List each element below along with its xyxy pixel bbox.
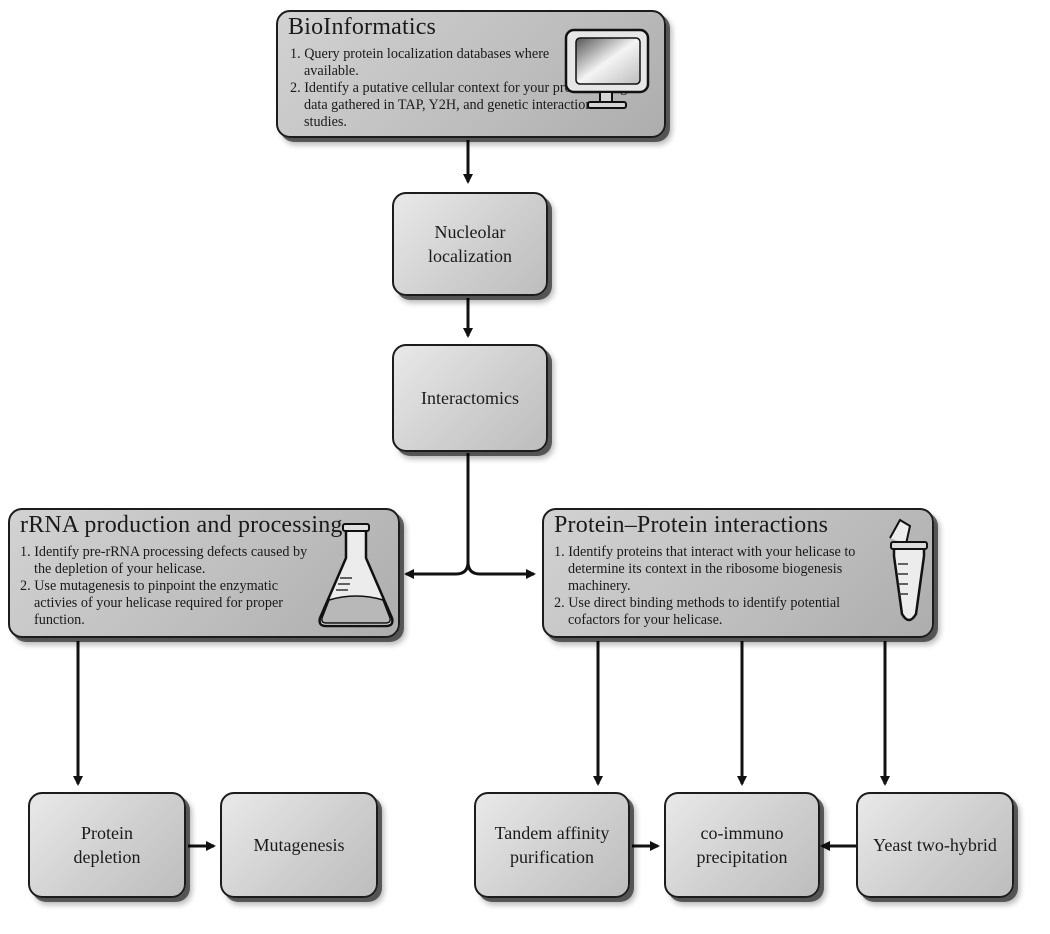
nucleolar-localization-label: Nucleolar localization [428, 222, 512, 266]
ppi-title: Protein–Protein interactions [554, 512, 829, 538]
tap-label: Tandem affinity purification [494, 823, 610, 867]
protein-depletion-box: Protein depletion [28, 792, 186, 898]
rrna-box: rRNA production and processing Identify … [8, 508, 400, 638]
protein-depletion-label: Protein depletion [73, 823, 141, 867]
ppi-item-2: Use direct binding methods to identify p… [550, 595, 876, 629]
rrna-title: rRNA production and processing [20, 512, 343, 538]
rrna-item-1: Identify pre-rRNA processing defects cau… [16, 544, 316, 578]
microcentrifuge-tube-icon [889, 518, 928, 622]
coip-box: co-immuno precipitation [664, 792, 820, 898]
arrow-split-right [466, 561, 536, 579]
nucleolar-localization-box: Nucleolar localization [392, 192, 548, 296]
bioinformatics-list: Query protein localization databases whe… [286, 46, 627, 131]
mutagenesis-label: Mutagenesis [253, 835, 345, 855]
tap-box: Tandem affinity purification [474, 792, 630, 898]
ppi-item-1: Identify proteins that interact with you… [550, 544, 876, 595]
rrna-item-2: Use mutagenesis to pinpoint the enzymati… [16, 578, 316, 629]
mutagenesis-box: Mutagenesis [220, 792, 378, 898]
y2h-box: Yeast two-hybrid [856, 792, 1014, 898]
bioinformatics-title: BioInformatics [288, 14, 437, 40]
interactomics-label: Interactomics [421, 388, 519, 408]
coip-label: co-immuno precipitation [696, 823, 788, 867]
erlenmeyer-flask-icon [318, 523, 394, 628]
bioinformatics-item-1: Query protein localization databases whe… [286, 46, 554, 80]
ppi-list: Identify proteins that interact with you… [550, 544, 876, 629]
bioinformatics-item-2: Identify a putative cellular context for… [286, 80, 634, 131]
bioinformatics-box: BioInformatics Query protein localizatio… [276, 10, 666, 138]
y2h-label: Yeast two-hybrid [873, 835, 997, 855]
computer-monitor-icon [564, 28, 650, 109]
rrna-list: Identify pre-rRNA processing defects cau… [16, 544, 316, 629]
interactomics-box: Interactomics [392, 344, 548, 452]
ppi-box: Protein–Protein interactions Identify pr… [542, 508, 934, 638]
arrow-interactomics-split [404, 453, 470, 579]
